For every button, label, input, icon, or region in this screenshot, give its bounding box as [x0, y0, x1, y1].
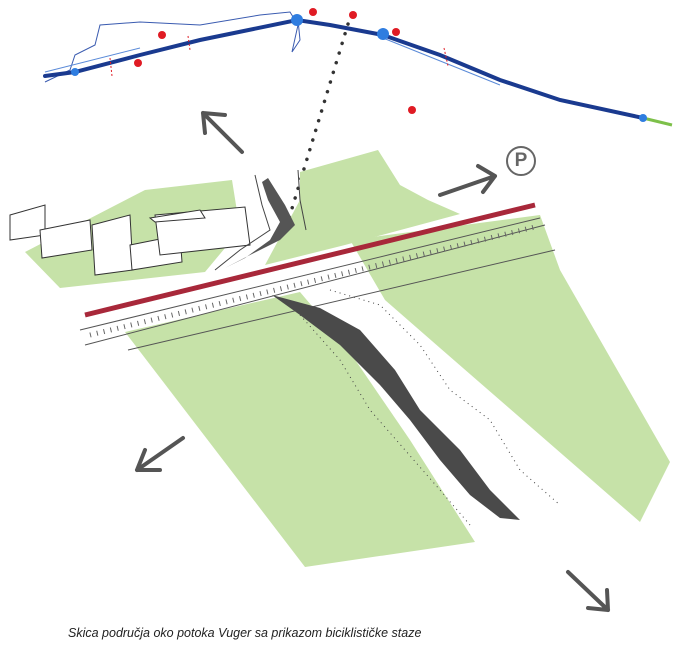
- river-north: [225, 178, 295, 268]
- building: [39, 219, 93, 259]
- red-point: [392, 28, 400, 36]
- red-point: [309, 8, 317, 16]
- parking-icon: P: [506, 146, 536, 176]
- watershed-outline: [44, 11, 301, 83]
- bike-path-line: [43, 17, 645, 120]
- green-areas: [25, 150, 670, 567]
- green-area-north: [265, 150, 460, 265]
- arrow-east-icon: [438, 164, 497, 197]
- red-point: [134, 59, 142, 67]
- red-points: [134, 8, 416, 114]
- crossing-marks: [109, 35, 449, 77]
- figure-caption: Skica područja oko potoka Vuger sa prika…: [68, 626, 422, 640]
- bike-lane-red: [84, 202, 536, 318]
- river-bank-south: [299, 289, 561, 526]
- river-south: [272, 295, 520, 520]
- arrow-northwest-icon: [201, 111, 244, 154]
- building: [9, 204, 46, 241]
- arrow-southeast-icon: [566, 570, 610, 612]
- arrow-southwest-icon: [135, 436, 185, 472]
- red-point: [408, 106, 416, 114]
- green-area-east: [350, 215, 670, 522]
- bike-path-thin: [44, 37, 501, 86]
- bike-path-green-extension: [642, 116, 673, 127]
- blue-point: [639, 114, 647, 122]
- river-bank-north: [214, 169, 307, 271]
- red-point: [158, 31, 166, 39]
- green-area-west: [25, 180, 240, 288]
- building: [91, 214, 134, 276]
- blue-point: [377, 28, 389, 40]
- green-area-southwest: [125, 292, 475, 567]
- building: [148, 209, 206, 223]
- railway: [79, 202, 556, 351]
- buildings: [9, 204, 251, 276]
- blue-points: [71, 14, 647, 122]
- red-point: [349, 11, 357, 19]
- blue-point: [291, 14, 303, 26]
- blue-point: [71, 68, 79, 76]
